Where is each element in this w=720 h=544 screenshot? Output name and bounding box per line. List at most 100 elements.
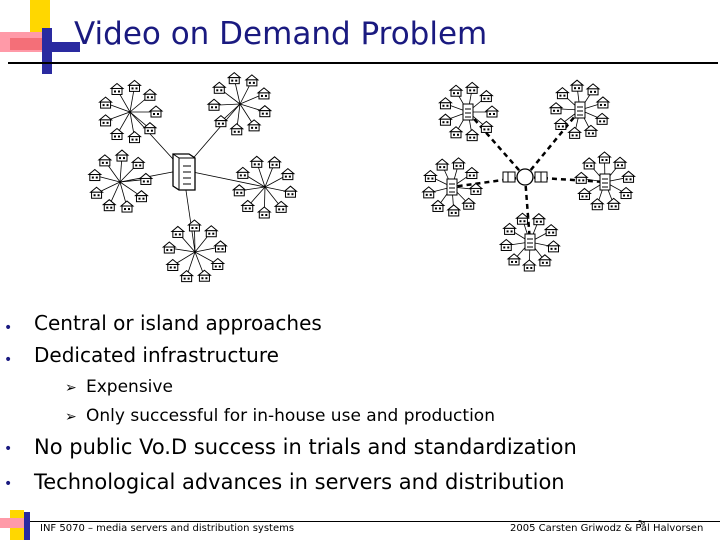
house-icon bbox=[597, 151, 611, 164]
footer-course: INF 5070 – media servers and distributio… bbox=[40, 523, 295, 534]
house-icon bbox=[143, 122, 157, 135]
house-icon bbox=[88, 169, 102, 182]
house-icon bbox=[570, 79, 584, 92]
server-icon bbox=[446, 178, 458, 196]
satellite-icon bbox=[502, 168, 548, 186]
house-icon bbox=[98, 154, 112, 167]
house-icon bbox=[90, 186, 104, 199]
house-icon bbox=[230, 123, 244, 136]
server-icon bbox=[599, 173, 611, 191]
house-icon bbox=[465, 129, 479, 142]
house-icon bbox=[452, 157, 466, 170]
house-icon bbox=[139, 172, 153, 185]
house-icon bbox=[547, 240, 561, 253]
house-icon bbox=[613, 156, 627, 169]
house-icon bbox=[212, 81, 226, 94]
house-icon bbox=[449, 84, 463, 97]
house-icon bbox=[128, 131, 142, 144]
sub-bullet-inhouse: Only successful for in-house use and pro… bbox=[86, 406, 495, 426]
house-icon bbox=[283, 185, 297, 198]
house-icon bbox=[438, 97, 452, 110]
house-icon bbox=[584, 124, 598, 137]
house-icon bbox=[522, 259, 536, 272]
house-icon bbox=[245, 74, 259, 87]
house-icon bbox=[247, 119, 261, 132]
house-icon bbox=[274, 200, 288, 213]
house-icon bbox=[503, 222, 517, 235]
house-icon bbox=[555, 87, 569, 100]
house-icon bbox=[549, 102, 563, 115]
house-icon bbox=[607, 197, 621, 210]
house-icon bbox=[596, 96, 610, 109]
house-icon bbox=[128, 79, 142, 92]
house-icon bbox=[423, 170, 437, 183]
network-link bbox=[182, 169, 266, 188]
house-icon bbox=[232, 184, 246, 197]
house-icon bbox=[554, 117, 568, 130]
house-icon bbox=[568, 126, 582, 139]
house-icon bbox=[438, 113, 452, 126]
house-icon bbox=[211, 258, 225, 271]
house-icon bbox=[574, 171, 588, 184]
house-icon bbox=[162, 241, 176, 254]
house-icon bbox=[499, 238, 513, 251]
house-icon bbox=[577, 187, 591, 200]
house-icon bbox=[469, 182, 483, 195]
server-icon bbox=[574, 101, 586, 119]
house-icon bbox=[143, 88, 157, 101]
footer-corner-decoration bbox=[0, 510, 40, 540]
server-icon bbox=[462, 103, 474, 121]
footer-authors: 2005 Carsten Griwodz & Pål Halvorsen bbox=[510, 523, 704, 534]
house-icon bbox=[281, 168, 295, 181]
sub-bullet-marker: ➢ bbox=[65, 380, 77, 396]
page-number: 5 bbox=[638, 519, 643, 527]
slide-title: Video on Demand Problem bbox=[74, 16, 488, 52]
server-icon bbox=[524, 233, 536, 251]
backbone-link bbox=[467, 111, 526, 178]
server-icon bbox=[172, 153, 196, 191]
house-icon bbox=[257, 206, 271, 219]
house-icon bbox=[180, 270, 194, 283]
house-icon bbox=[619, 187, 633, 200]
house-icon bbox=[120, 200, 134, 213]
house-icon bbox=[197, 269, 211, 282]
house-icon bbox=[582, 157, 596, 170]
house-icon bbox=[595, 112, 609, 125]
house-icon bbox=[149, 105, 163, 118]
house-icon bbox=[171, 225, 185, 238]
house-icon bbox=[115, 149, 129, 162]
house-icon bbox=[99, 114, 113, 127]
bullet-marker: • bbox=[4, 441, 13, 457]
house-icon bbox=[134, 190, 148, 203]
house-icon bbox=[422, 186, 436, 199]
house-icon bbox=[465, 81, 479, 94]
sub-bullet-expensive: Expensive bbox=[86, 377, 173, 397]
house-icon bbox=[544, 224, 558, 237]
house-icon bbox=[449, 126, 463, 139]
house-icon bbox=[99, 96, 113, 109]
backbone-link bbox=[524, 109, 581, 178]
house-icon bbox=[622, 170, 636, 183]
house-icon bbox=[214, 240, 228, 253]
house-icon bbox=[110, 82, 124, 95]
house-icon bbox=[250, 155, 264, 168]
house-icon bbox=[102, 199, 116, 212]
house-icon bbox=[485, 105, 499, 118]
house-icon bbox=[479, 90, 493, 103]
house-icon bbox=[532, 213, 546, 226]
house-icon bbox=[110, 128, 124, 141]
house-icon bbox=[586, 83, 600, 96]
house-icon bbox=[166, 258, 180, 271]
house-icon bbox=[515, 212, 529, 225]
house-icon bbox=[538, 254, 552, 267]
house-icon bbox=[268, 156, 282, 169]
house-icon bbox=[257, 87, 271, 100]
house-icon bbox=[465, 167, 479, 180]
bullet-dedicated: Dedicated infrastructure bbox=[34, 343, 279, 367]
house-icon bbox=[479, 120, 493, 133]
sub-bullet-marker: ➢ bbox=[65, 409, 77, 425]
bullet-tech-advances: Technological advances in servers and di… bbox=[34, 470, 565, 494]
title-rule bbox=[8, 62, 718, 64]
house-icon bbox=[227, 72, 241, 85]
house-icon bbox=[258, 105, 272, 118]
